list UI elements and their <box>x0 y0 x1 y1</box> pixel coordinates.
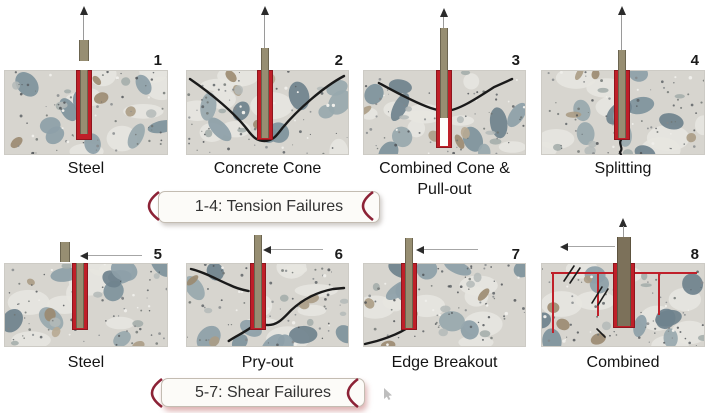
anchor-bolt <box>618 50 626 138</box>
panel-number: 2 <box>334 52 343 69</box>
concrete-block <box>186 263 349 347</box>
up-arrow-icon <box>440 8 448 17</box>
left-arrow-icon <box>80 252 88 260</box>
up-arrow-icon <box>619 218 627 227</box>
up-arrow-icon <box>261 6 269 15</box>
anchor-bolt <box>405 238 413 328</box>
anchor-bolt <box>80 70 88 134</box>
panel-6-pry-out: 6 Pry-out <box>186 218 349 413</box>
panel-label: Concrete Cone <box>213 160 322 177</box>
panel-label: Steel <box>67 160 105 177</box>
arrow-line <box>443 17 444 28</box>
left-arrow-icon <box>560 243 568 251</box>
panel-number: 1 <box>153 52 162 69</box>
caption-text: 1-4: Tension Failures <box>194 198 344 215</box>
red-brace-right-icon <box>361 190 374 222</box>
shear-failures-caption: 5-7: Shear Failures <box>150 377 365 409</box>
red-brace-right-icon <box>346 377 359 409</box>
left-arrow-icon <box>416 246 424 254</box>
panel-number: 4 <box>690 52 699 69</box>
panel-number: 8 <box>690 246 699 263</box>
mouse-cursor-icon <box>384 388 392 400</box>
arrow-line <box>83 15 84 40</box>
panel-4-splitting: 4 Splitting <box>541 0 705 212</box>
tension-failures-caption: 1-4: Tension Failures <box>147 190 380 223</box>
arrow-line <box>88 255 142 256</box>
panel-label: Edge Breakout <box>391 354 498 371</box>
red-brace-left-icon <box>147 190 160 222</box>
panel-label: Steel <box>67 354 105 371</box>
panel-number: 5 <box>153 246 162 263</box>
concrete-block <box>363 263 526 347</box>
arrow-line <box>623 226 624 237</box>
arrow-line <box>568 246 615 247</box>
panel-label: Splitting <box>594 160 652 177</box>
anchor-bolt <box>254 235 262 328</box>
panel-label: Combined <box>586 354 660 371</box>
panel-label: Pry-out <box>241 354 294 371</box>
left-arrow-icon <box>263 246 271 254</box>
arrow-line <box>271 249 323 250</box>
broken-bolt-segment <box>79 40 89 61</box>
anchor-bolt <box>261 48 269 138</box>
panel-number: 3 <box>511 52 520 69</box>
anchor-bolt <box>617 237 631 326</box>
panel-number: 7 <box>511 246 520 263</box>
arrow-line <box>621 15 622 50</box>
arrow-line <box>424 249 478 250</box>
anchor-bolt <box>76 263 84 328</box>
red-brace-left-icon <box>150 377 163 409</box>
concrete-block <box>4 263 168 347</box>
pullout-gap <box>440 118 448 146</box>
panel-7-edge-breakout: 7 Edge Breakout <box>363 218 526 413</box>
panel-number: 6 <box>334 246 343 263</box>
panel-label: Combined Cone & Pull-out <box>379 160 510 198</box>
panel-8-combined: 8 Combined <box>541 218 705 413</box>
panel-3-combined-cone-pullout: 3 Combined Cone & Pull-out <box>363 0 526 212</box>
panel-5-steel-shear: 5 Steel <box>4 218 168 413</box>
panel-2-concrete-cone: 2 Concrete Cone <box>186 0 349 212</box>
up-arrow-icon <box>618 6 626 15</box>
arrow-line <box>264 15 265 48</box>
up-arrow-icon <box>80 6 88 15</box>
caption-text: 5-7: Shear Failures <box>194 384 332 401</box>
anchor-bolt <box>440 28 448 118</box>
panel-1-steel-tension: 1 Steel <box>4 0 168 212</box>
sheared-bolt-head <box>60 242 70 262</box>
